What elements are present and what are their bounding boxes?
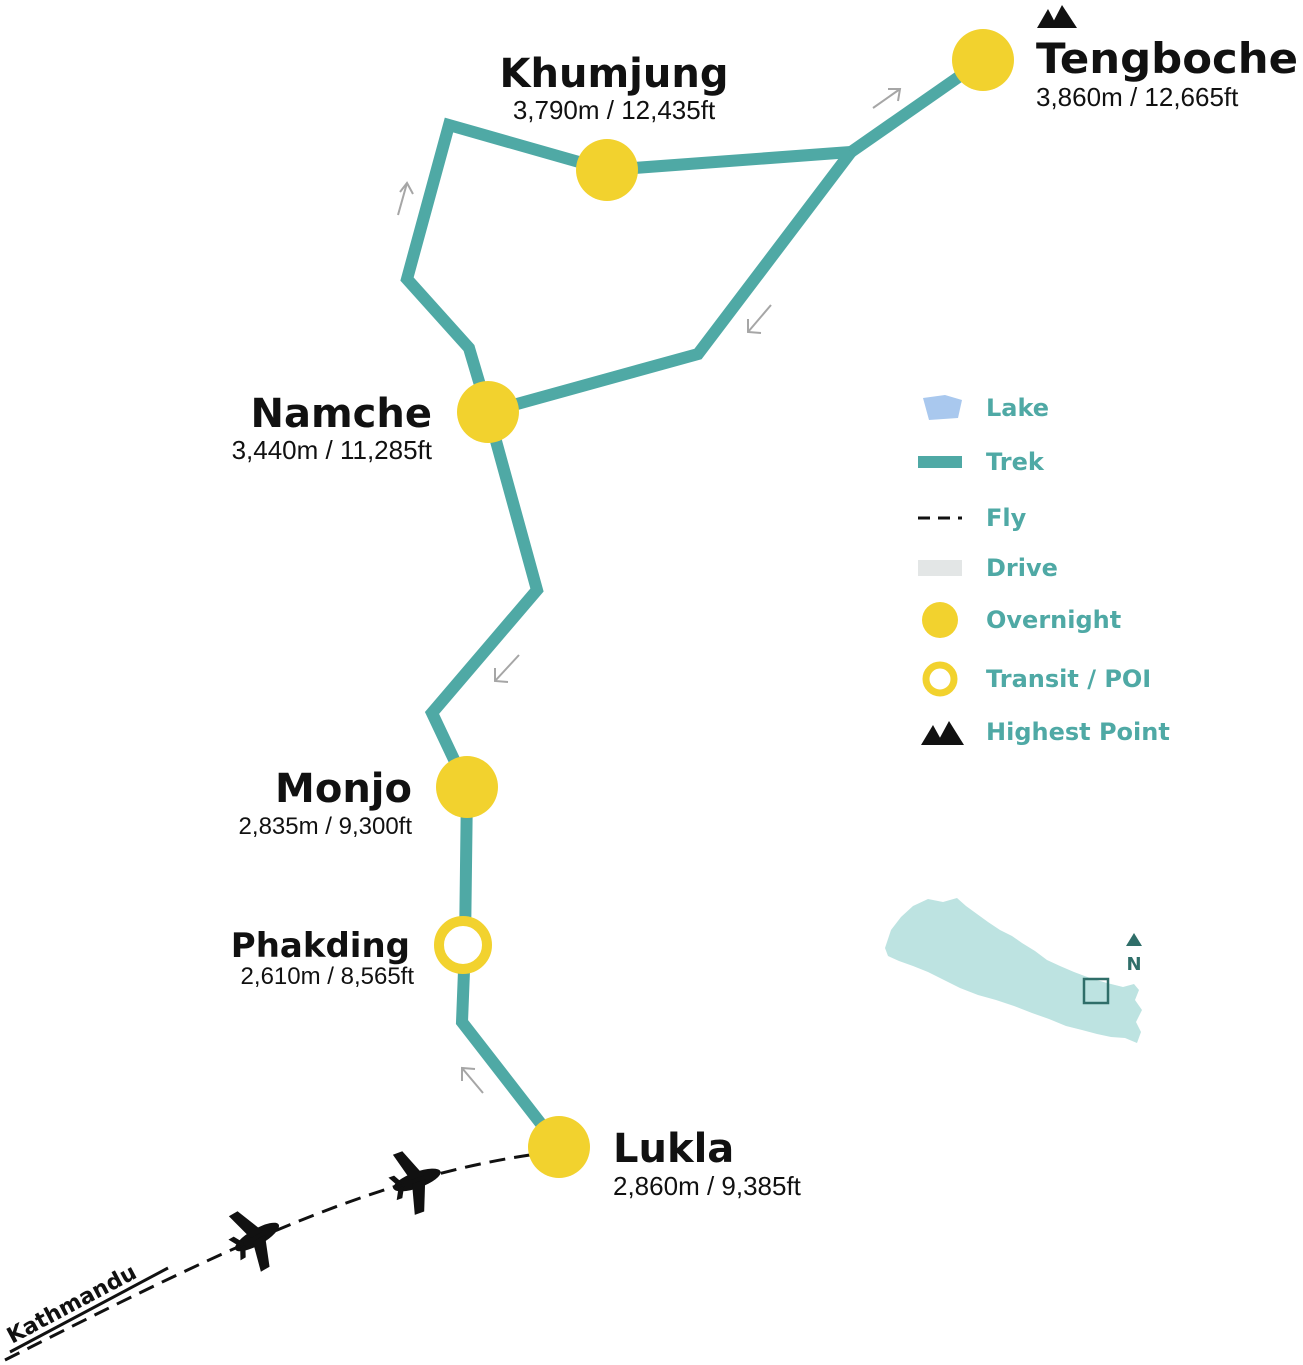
direction-arrow-icon (494, 654, 520, 683)
marker-monjo (436, 756, 498, 818)
legend: Lake Trek Fly Drive Overnight Transit / … (918, 394, 1170, 746)
stop-name-monjo: Monjo (275, 766, 412, 812)
nepal-inset-map: N (885, 898, 1142, 1043)
legend-label-drive: Drive (986, 554, 1058, 582)
legend-item-fly: Fly (918, 504, 1027, 532)
kathmandu-underline (9, 1266, 169, 1354)
stop-name-khumjung: Khumjung (500, 51, 729, 97)
direction-arrow-icon (397, 181, 414, 216)
stop-name-tengboche: Tengboche (1036, 34, 1298, 83)
trek-swatch (918, 456, 962, 468)
overnight-swatch (922, 602, 958, 638)
marker-namche (457, 381, 519, 443)
stop-altitude-lukla: 2,860m / 9,385ft (613, 1171, 802, 1201)
stop-name-namche: Namche (251, 391, 432, 437)
mountain-peaks-icon (921, 721, 964, 745)
legend-item-transit: Transit / POI (922, 661, 1151, 697)
direction-arrows (397, 88, 902, 1094)
trek-region-marker (1082, 977, 1110, 1005)
stop-altitude-monjo: 2,835m / 9,300ft (239, 813, 413, 840)
legend-label-fly: Fly (986, 504, 1027, 532)
direction-arrow-icon (461, 1066, 484, 1094)
legend-label-highest: Highest Point (986, 718, 1170, 746)
stop-altitude-namche: 3,440m / 11,285ft (232, 435, 433, 465)
legend-label-lake: Lake (986, 394, 1049, 422)
stop-altitude-khumjung: 3,790m / 12,435ft (513, 95, 716, 125)
airplane-icon (388, 1151, 441, 1215)
marker-lukla (528, 1116, 590, 1178)
legend-item-lake: Lake (923, 394, 1049, 422)
marker-khumjung (576, 139, 638, 201)
legend-label-trek: Trek (986, 448, 1045, 476)
direction-arrow-icon (872, 88, 902, 109)
legend-item-drive: Drive (918, 554, 1058, 582)
marker-phakding (434, 916, 492, 974)
legend-item-overnight: Overnight (922, 602, 1121, 638)
transit-swatch (922, 661, 958, 697)
stop-altitude-tengboche: 3,860m / 12,665ft (1036, 82, 1239, 112)
stop-name-lukla: Lukla (613, 1126, 734, 1172)
legend-item-trek: Trek (918, 448, 1045, 476)
drive-swatch (918, 560, 962, 576)
legend-label-transit: Transit / POI (986, 665, 1151, 693)
marker-tengboche (952, 29, 1014, 91)
stop-name-phakding: Phakding (231, 926, 410, 966)
trek-route (400, 117, 864, 1151)
north-label: N (1126, 954, 1141, 975)
mountain-peaks-icon (1037, 5, 1077, 28)
nepal-outline (885, 898, 1142, 1043)
lake-swatch (923, 395, 962, 420)
legend-item-highest: Highest Point (921, 718, 1170, 746)
airplane-icon (228, 1211, 280, 1272)
direction-arrow-icon (747, 304, 772, 334)
legend-label-overnight: Overnight (986, 606, 1121, 634)
flight-origin-label: Kathmandu (3, 1260, 141, 1349)
flight-route: Kathmandu (3, 1151, 531, 1362)
north-arrow-icon: N (1126, 933, 1142, 975)
stop-altitude-phakding: 2,610m / 8,565ft (241, 963, 415, 990)
